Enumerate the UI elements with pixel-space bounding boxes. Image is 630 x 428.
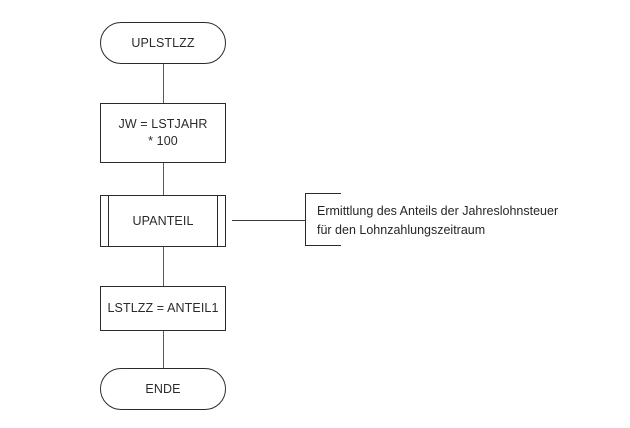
annotation-text: Ermittlung des Anteils der Jahreslohnste… bbox=[317, 204, 559, 238]
terminator-start[interactable]: UPLSTLZZ bbox=[100, 22, 226, 64]
annotation-upanteil-note: Ermittlung des Anteils der Jahreslohnste… bbox=[305, 193, 615, 246]
process-jw-assign[interactable]: JW = LSTJAHR * 100 bbox=[100, 103, 226, 163]
connector-jw-to-upanteil bbox=[163, 163, 164, 195]
connector-upanteil-to-lstlzz bbox=[163, 247, 164, 286]
predefined-process-upanteil[interactable]: UPANTEIL bbox=[100, 194, 226, 248]
connector-lstlzz-to-end bbox=[163, 331, 164, 368]
process-lstlzz-assign[interactable]: LSTLZZ = ANTEIL1 bbox=[100, 286, 226, 331]
predefined-bar-right bbox=[217, 194, 218, 248]
terminator-start-label: UPLSTLZZ bbox=[131, 35, 195, 50]
predefined-bar-left bbox=[108, 194, 109, 248]
terminator-end-label: ENDE bbox=[145, 381, 181, 396]
process-jw-assign-label: JW = LSTJAHR * 100 bbox=[118, 117, 208, 148]
connector-upanteil-to-annotation bbox=[232, 220, 305, 221]
process-lstlzz-assign-label: LSTLZZ = ANTEIL1 bbox=[107, 301, 219, 316]
terminator-end[interactable]: ENDE bbox=[100, 368, 226, 410]
predefined-process-upanteil-label: UPANTEIL bbox=[132, 213, 194, 228]
annotation-bracket-spine bbox=[305, 193, 306, 246]
annotation-bracket-stub-bottom bbox=[305, 245, 341, 246]
connector-start-to-jw bbox=[163, 64, 164, 103]
annotation-bracket-stub-top bbox=[305, 193, 341, 194]
